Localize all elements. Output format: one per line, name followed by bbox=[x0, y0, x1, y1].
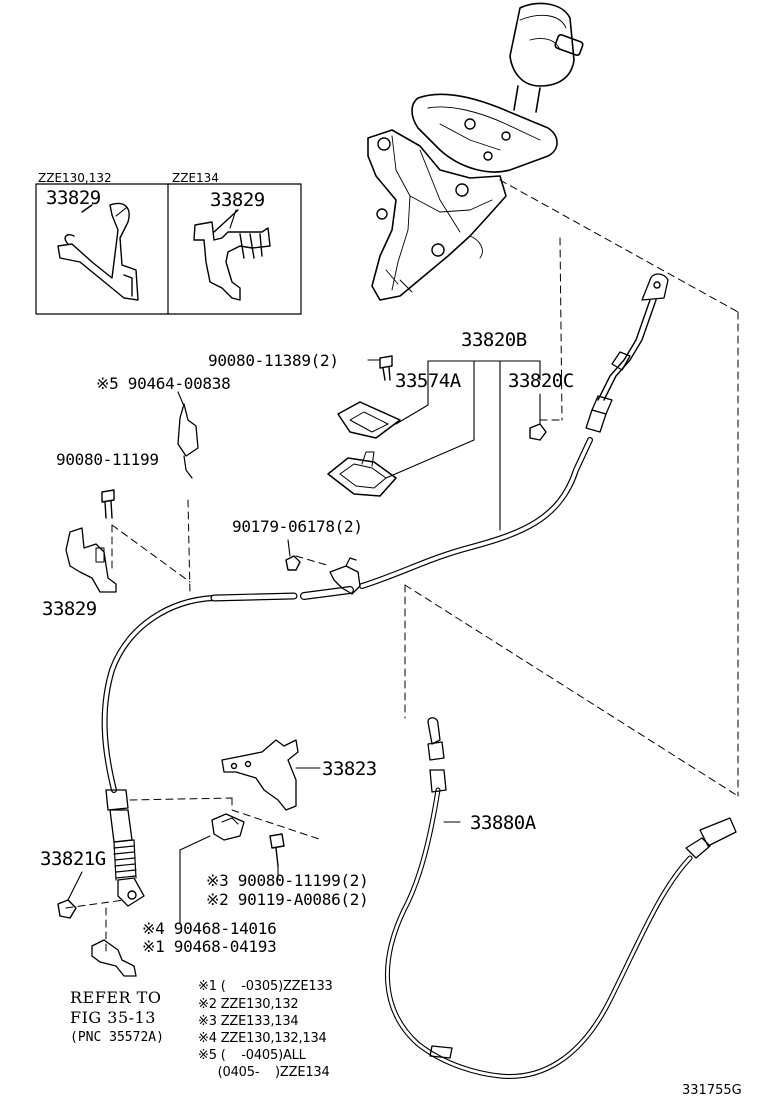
bracket-33823 bbox=[221, 739, 299, 811]
label-33820b: 33820B bbox=[461, 329, 527, 351]
inset-boxes bbox=[35, 183, 302, 315]
bracket-33829 bbox=[65, 527, 117, 593]
label-90080-11199: 90080-11199 bbox=[56, 450, 159, 469]
inset-left-model: ZZE130,132 bbox=[38, 171, 112, 185]
refer-line-1: REFER TO bbox=[70, 988, 162, 1007]
clip-90464-00838 bbox=[177, 403, 199, 479]
diagram-code: 331755G bbox=[682, 1083, 742, 1098]
label-33574a: 33574A bbox=[395, 370, 461, 392]
note-6: (0405- )ZZE134 bbox=[198, 1065, 330, 1080]
note-3: ※3 ZZE133,134 bbox=[198, 1014, 299, 1029]
label-s4-90468-14016: ※4 90468-14016 bbox=[142, 919, 277, 938]
label-33829: 33829 bbox=[42, 598, 97, 620]
bracket-refer-to bbox=[91, 939, 137, 977]
nut-33820c bbox=[529, 423, 547, 441]
shift-lever-assembly bbox=[367, 2, 584, 301]
inset-right-part: 33829 bbox=[210, 189, 265, 211]
inset-left-part: 33829 bbox=[46, 187, 101, 209]
label-33880a: 33880A bbox=[470, 812, 536, 834]
cable-clamp bbox=[329, 557, 361, 595]
cable-33880a bbox=[384, 717, 737, 1079]
refer-line-2: FIG 35-13 bbox=[70, 1008, 156, 1027]
label-90179-06178: 90179-06178(2) bbox=[232, 517, 363, 536]
bolt-90080-11199 bbox=[101, 489, 115, 519]
nut-90179-06178 bbox=[285, 555, 301, 571]
label-s1-90468-04193: ※1 90468-04193 bbox=[142, 937, 277, 956]
label-s2-90119-a0086: ※2 90119-A0086(2) bbox=[206, 890, 369, 909]
refer-line-3: (PNC 35572A) bbox=[70, 1030, 164, 1045]
leader-lines bbox=[67, 207, 541, 925]
inset-right-bracket bbox=[193, 209, 271, 301]
note-2: ※2 ZZE130,132 bbox=[198, 997, 299, 1012]
clip-90468-14016 bbox=[211, 813, 245, 841]
label-33823: 33823 bbox=[322, 758, 377, 780]
shift-cable-33820b bbox=[101, 273, 669, 907]
label-90464-00838: ※5 90464-00838 bbox=[96, 374, 231, 393]
bolt-90080-11389 bbox=[379, 355, 393, 381]
dashed-guides bbox=[65, 179, 739, 956]
label-90080-11389: 90080-11389(2) bbox=[208, 351, 339, 370]
note-1: ※1 ( -0305)ZZE133 bbox=[198, 979, 333, 994]
label-33820c: 33820C bbox=[508, 370, 574, 392]
inset-left-bracket bbox=[57, 202, 139, 301]
pad-33574a bbox=[337, 401, 401, 439]
note-4: ※4 ZZE130,132,134 bbox=[198, 1031, 327, 1046]
bolt-90080-11199-lower bbox=[269, 833, 285, 867]
grommet bbox=[327, 451, 397, 497]
label-33821g: 33821G bbox=[40, 848, 106, 870]
label-s3-90080-11199: ※3 90080-11199(2) bbox=[206, 871, 369, 890]
nut-33821g bbox=[57, 899, 77, 919]
note-5: ※5 ( -0405)ALL bbox=[198, 1048, 306, 1063]
inset-right-model: ZZE134 bbox=[172, 171, 219, 185]
